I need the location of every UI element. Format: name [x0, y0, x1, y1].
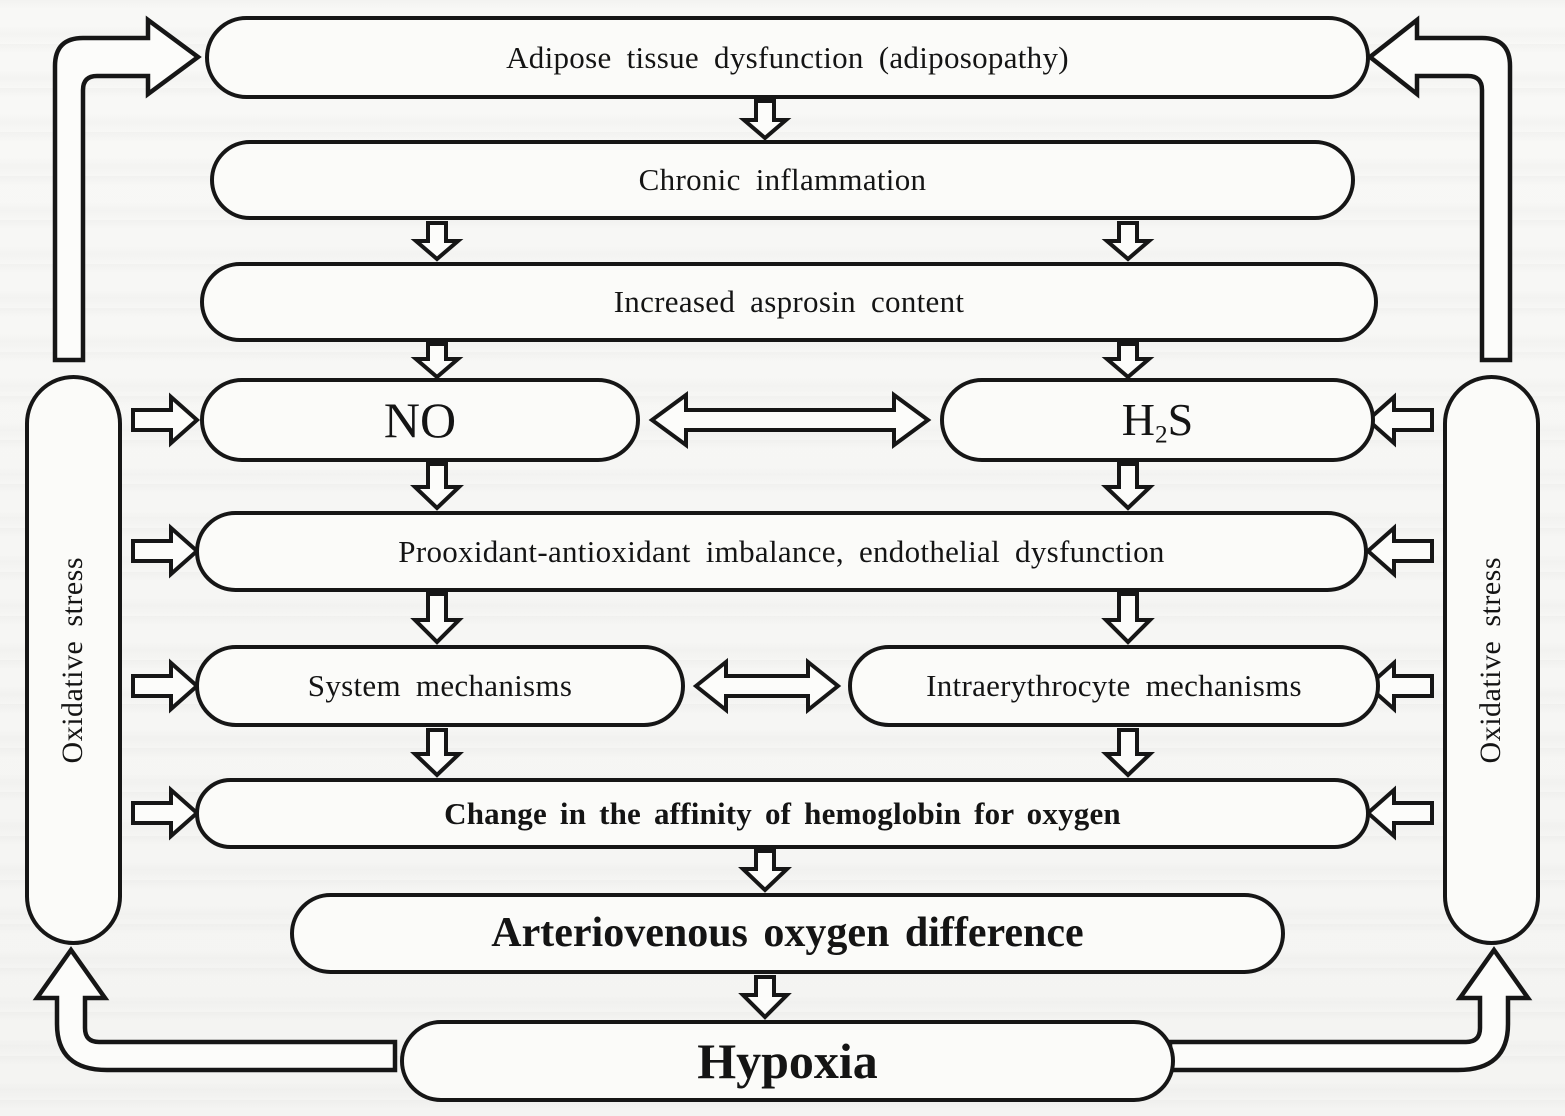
down-arrow-imbalance-system	[410, 592, 464, 645]
box-imbalance-label: Prooxidant-antioxidant imbalance, endoth…	[398, 533, 1165, 569]
down-arrow-affinity-arteriovenous	[738, 849, 792, 893]
down-arrow-no-imbalance	[410, 462, 464, 511]
box-affinity-label: Change in the affinity of hemoglobin for…	[444, 795, 1121, 831]
box-hemoglobin-affinity: Change in the affinity of hemoglobin for…	[195, 778, 1370, 849]
box-arteriovenous-label: Arteriovenous oxygen difference	[491, 909, 1084, 956]
box-h2s-label: H2S	[1121, 394, 1194, 449]
loop-arrow-bottom-left	[32, 946, 398, 1073]
down-arrow-asprosin-no	[410, 342, 464, 380]
down-arrow-intraerythrocyte-affinity	[1101, 728, 1155, 778]
side-arrow-right-h2s	[1364, 392, 1434, 448]
box-arteriovenous-difference: Arteriovenous oxygen difference	[290, 893, 1285, 974]
double-arrow-no-h2s	[648, 391, 932, 449]
side-arrow-left-imbalance	[131, 523, 201, 579]
side-arrow-right-affinity	[1364, 785, 1434, 841]
box-no: NO	[200, 378, 640, 462]
box-adipose-label: Adipose tissue dysfunction (adiposopathy…	[506, 39, 1069, 75]
down-arrow-chronic-asprosin-left	[410, 221, 464, 262]
box-asprosin-label: Increased asprosin content	[613, 284, 965, 320]
box-hypoxia-label: Hypoxia	[697, 1033, 878, 1089]
box-chronic-label: Chronic inflammation	[638, 162, 927, 198]
down-arrow-arteriovenous-hypoxia	[738, 975, 792, 1020]
capsule-oxidative-stress-left: Oxidative stress	[25, 375, 122, 945]
h2s-subscript: 2	[1154, 420, 1168, 449]
down-arrow-imbalance-intraerythrocyte	[1101, 592, 1155, 645]
box-prooxidant-imbalance: Prooxidant-antioxidant imbalance, endoth…	[195, 511, 1368, 592]
down-arrow-h2s-imbalance	[1101, 462, 1155, 511]
oxidative-stress-left-label: Oxidative stress	[56, 556, 90, 764]
down-arrow-system-affinity	[410, 728, 464, 778]
loop-arrow-top-right	[1366, 15, 1513, 363]
loop-arrow-bottom-right	[1167, 946, 1533, 1073]
double-arrow-mechanisms	[692, 657, 842, 715]
side-arrow-left-no	[131, 392, 201, 448]
box-chronic-inflammation: Chronic inflammation	[210, 140, 1355, 220]
side-arrow-right-intraerythrocyte	[1364, 658, 1434, 714]
down-arrow-adipose-chronic	[738, 99, 792, 141]
side-arrow-right-imbalance	[1364, 523, 1434, 579]
box-intraerythrocyte-mechanisms: Intraerythrocyte mechanisms	[848, 645, 1380, 727]
oxidative-stress-right-label: Oxidative stress	[1474, 556, 1508, 764]
loop-arrow-top-left	[52, 15, 202, 363]
box-h2s: H2S	[940, 378, 1375, 462]
box-intraerythrocyte-label: Intraerythrocyte mechanisms	[926, 668, 1302, 704]
side-arrow-left-affinity	[131, 785, 201, 841]
capsule-oxidative-stress-right: Oxidative stress	[1443, 375, 1540, 945]
box-system-label: System mechanisms	[307, 668, 573, 704]
box-system-mechanisms: System mechanisms	[195, 645, 685, 727]
side-arrow-left-system	[131, 658, 201, 714]
box-adipose-tissue-dysfunction: Adipose tissue dysfunction (adiposopathy…	[205, 16, 1370, 99]
box-no-label: NO	[383, 392, 457, 448]
box-increased-asprosin: Increased asprosin content	[200, 262, 1378, 342]
down-arrow-asprosin-h2s	[1101, 342, 1155, 380]
box-hypoxia: Hypoxia	[400, 1020, 1175, 1102]
down-arrow-chronic-asprosin-right	[1101, 221, 1155, 262]
